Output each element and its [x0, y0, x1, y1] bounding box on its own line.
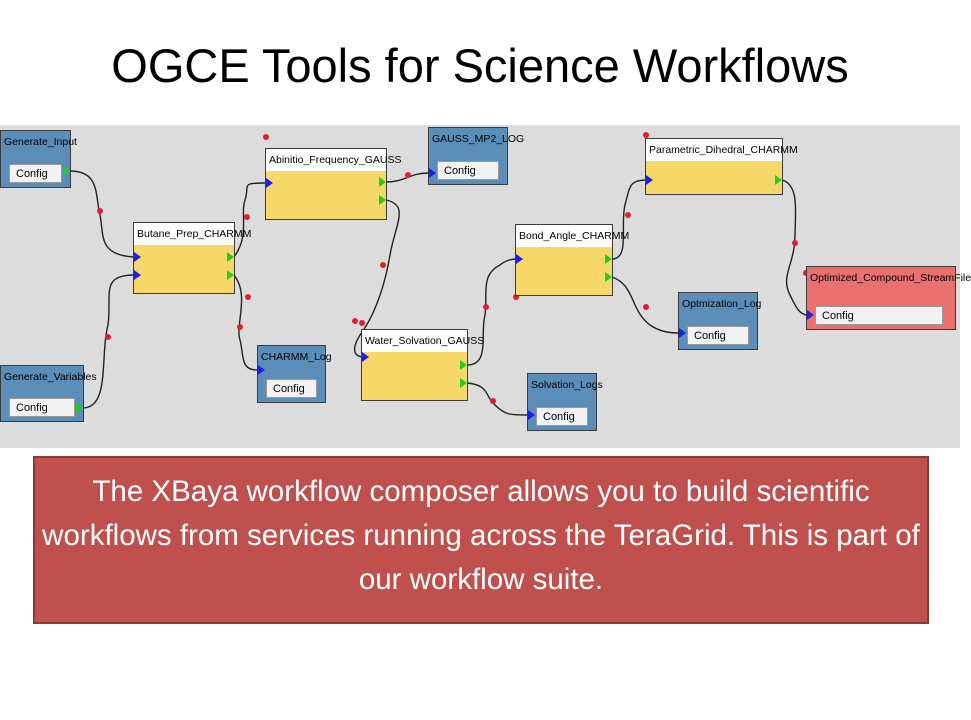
node-charmm-log[interactable]: CHARMM_Log Config [257, 345, 332, 403]
control-point [359, 320, 365, 326]
edge-bond-to-parametric [611, 179, 646, 260]
edge-butane-to-abinitio [233, 182, 266, 258]
control-point [792, 240, 798, 246]
workflow-canvas[interactable]: Generate_Input Config Generate_Variables… [0, 125, 971, 448]
control-point [483, 304, 489, 310]
caption-text: The XBaya workflow composer allows you t… [42, 475, 920, 596]
edge-bond-to-optlog [611, 276, 679, 334]
slide-title: OGCE Tools for Science Workflows [111, 39, 849, 92]
node-title: GAUSS_MP2_LOG [429, 128, 524, 150]
config-button[interactable]: Config [687, 326, 749, 345]
control-point [245, 294, 251, 300]
node-title: Bond_Angle_CHARMM [516, 225, 629, 248]
node-body [134, 245, 234, 293]
control-point [263, 134, 269, 140]
node-body [266, 171, 386, 219]
control-point [380, 262, 386, 268]
node-bond-angle-charmm[interactable]: Bond_Angle_CHARMM [515, 224, 629, 296]
node-title: CHARMM_Log [258, 346, 332, 368]
caption-box: The XBaya workflow composer allows you t… [33, 456, 929, 624]
control-point [625, 212, 631, 218]
edge-abinitio-to-water [353, 199, 400, 358]
node-gauss-mp2-log[interactable]: GAUSS_MP2_LOG Config [428, 127, 524, 185]
node-title: Parametric_Dihedral_CHARMM [646, 139, 798, 162]
node-body [646, 161, 782, 194]
node-butane-prep-charmm[interactable]: Butane_Prep_CHARMM [133, 222, 251, 294]
control-point [643, 132, 649, 138]
node-title: Optmization_Log [679, 293, 761, 315]
node-title: Generate_Variables [1, 366, 97, 388]
control-point [490, 398, 496, 404]
node-body [516, 247, 612, 295]
node-optimized-compound-streamfile[interactable]: Optimized_Compound_StreamFile Config [806, 266, 971, 330]
node-title: Solvation_Logs [528, 374, 603, 396]
control-point [237, 324, 243, 330]
control-point [643, 304, 649, 310]
node-parametric-dihedral-charmm[interactable]: Parametric_Dihedral_CHARMM [645, 138, 798, 195]
workflow-edges [69, 132, 809, 416]
edge-variables-to-butane [82, 274, 135, 409]
config-button[interactable]: Config [9, 164, 62, 183]
node-body [362, 352, 467, 400]
node-generate-variables[interactable]: Generate_Variables Config [0, 365, 97, 422]
edge-butane-to-charmmlog [233, 274, 258, 371]
edge-water-to-solvation [466, 382, 528, 416]
node-water-solvation-gauss[interactable]: Water_Solvation_GAUSS [361, 329, 484, 401]
config-button[interactable]: Config [437, 161, 499, 180]
node-title: Abinitio_Frequency_GAUSS [266, 149, 402, 172]
control-point [105, 334, 111, 340]
control-point [405, 172, 411, 178]
config-button[interactable]: Config [536, 407, 588, 426]
edge-parametric-to-final [781, 179, 807, 316]
node-title: Generate_Input [1, 131, 77, 153]
config-button[interactable]: Config [9, 398, 75, 417]
node-solvation-logs[interactable]: Solvation_Logs Config [527, 373, 603, 431]
control-point [97, 208, 103, 214]
config-button[interactable]: Config [266, 379, 317, 398]
config-button[interactable]: Config [815, 306, 943, 325]
edge-input-to-butane [69, 170, 135, 258]
node-optmization-log[interactable]: Optmization_Log Config [678, 292, 761, 350]
node-title: Optimized_Compound_StreamFile [807, 267, 971, 289]
node-generate-input[interactable]: Generate_Input Config [0, 130, 77, 188]
control-point [352, 318, 358, 324]
node-title: Water_Solvation_GAUSS [362, 330, 484, 353]
node-abinitio-frequency-gauss[interactable]: Abinitio_Frequency_GAUSS [265, 148, 402, 220]
edge-water-to-bond [466, 258, 517, 366]
control-point [244, 214, 250, 220]
node-title: Butane_Prep_CHARMM [134, 223, 251, 246]
